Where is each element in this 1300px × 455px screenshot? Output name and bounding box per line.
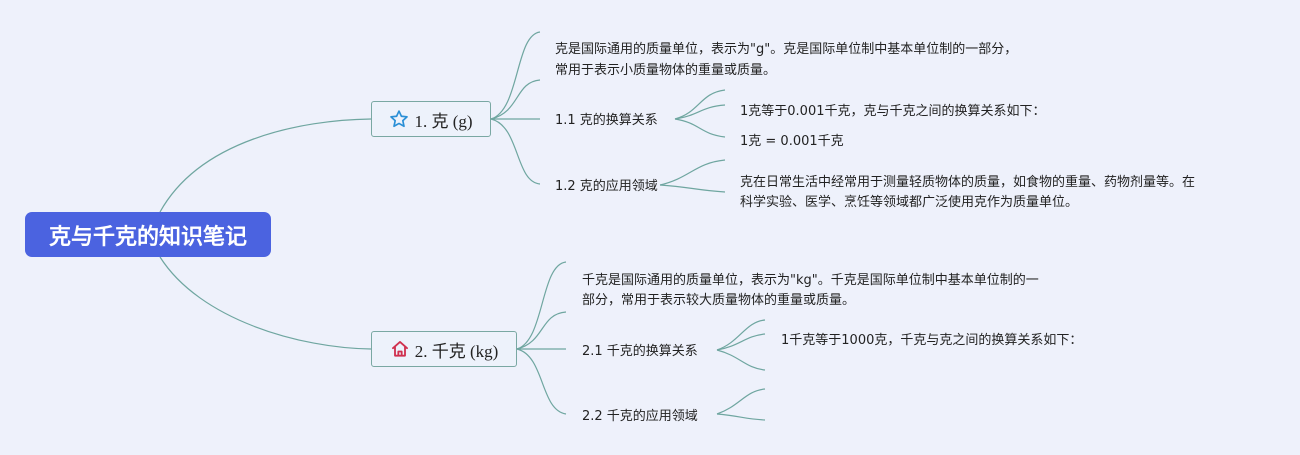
subtopic-kilogram-applications[interactable]: 2.2 千克的应用领域: [582, 409, 698, 424]
topic-description-line: 克是国际通用的质量单位，表示为"g"。克是国际单位制中基本单位制的一部分，: [555, 42, 1018, 57]
topic-kilogram[interactable]: 2. 千克 (kg): [371, 331, 517, 367]
topic-label: 1. 克 (g): [414, 111, 473, 131]
topic-description-line: 常用于表示小质量物体的重量或质量。: [555, 63, 777, 78]
topic-label: 2. 千克 (kg): [414, 341, 499, 361]
topic-description-line: 千克是国际通用的质量单位，表示为"kg"。千克是国际单位制中基本单位制的一: [582, 273, 1039, 288]
topic-gram[interactable]: 1. 克 (g): [371, 101, 491, 137]
home-icon: [390, 339, 410, 359]
subtopic-kilogram-conversion[interactable]: 2.1 千克的换算关系: [582, 344, 698, 359]
detail-line: 1千克等于1000克，千克与克之间的换算关系如下：: [781, 333, 1083, 348]
detail-line: 克在日常生活中经常用于测量轻质物体的质量，如食物的重量、药物剂量等。在: [740, 175, 1196, 190]
star-icon: [389, 109, 409, 129]
detail-line: 1克 = 0.001千克: [740, 134, 844, 149]
topic-description-line: 部分，常用于表示较大质量物体的重量或质量。: [582, 293, 856, 308]
detail-line: 科学实验、医学、烹饪等领域都广泛使用克作为质量单位。: [740, 195, 1079, 210]
root-topic[interactable]: 克与千克的知识笔记: [25, 212, 271, 257]
subtopic-gram-applications[interactable]: 1.2 克的应用领域: [555, 179, 658, 194]
detail-line: 1克等于0.001千克，克与千克之间的换算关系如下：: [740, 104, 1046, 119]
subtopic-gram-conversion[interactable]: 1.1 克的换算关系: [555, 113, 658, 128]
